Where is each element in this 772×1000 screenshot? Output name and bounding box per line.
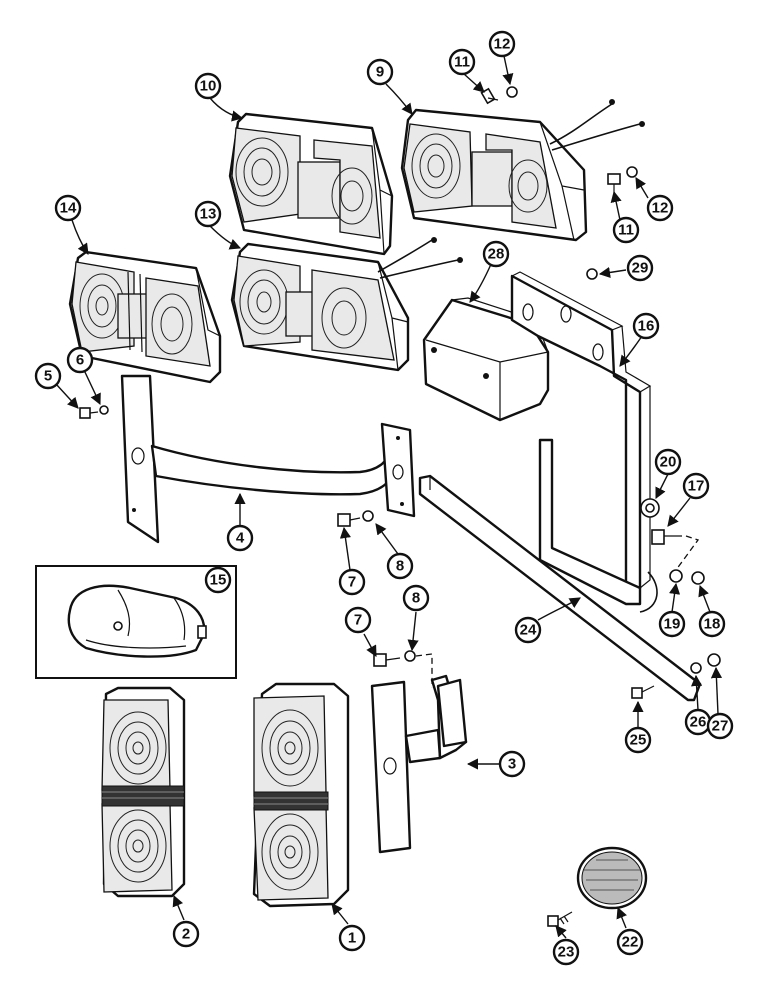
callout-11-top: 11 <box>448 48 476 76</box>
callout-9: 9 <box>366 58 394 86</box>
svg-text:29: 29 <box>632 260 649 277</box>
callout-26: 26 <box>684 708 712 736</box>
svg-text:3: 3 <box>508 756 516 773</box>
svg-text:11: 11 <box>454 54 470 71</box>
callout-18: 18 <box>698 610 726 638</box>
svg-text:1: 1 <box>348 930 356 947</box>
svg-text:4: 4 <box>236 530 245 547</box>
bracket-16 <box>510 271 658 613</box>
callout-8-upper: 8 <box>386 552 414 580</box>
svg-text:14: 14 <box>60 200 77 217</box>
callout-4: 4 <box>226 524 254 552</box>
callout-7-lower: 7 <box>344 606 372 634</box>
lamp-cover-28 <box>422 297 550 422</box>
callout-6: 6 <box>66 346 94 374</box>
svg-text:28: 28 <box>488 246 505 263</box>
front-lamp-1 <box>252 682 350 908</box>
rear-lamp-13 <box>230 237 463 372</box>
svg-text:24: 24 <box>520 622 537 639</box>
callout-7-upper: 7 <box>338 568 366 596</box>
svg-text:12: 12 <box>494 36 511 53</box>
callout-20: 20 <box>654 448 682 476</box>
svg-text:23: 23 <box>558 944 575 961</box>
front-lamp-2 <box>101 686 186 898</box>
svg-text:22: 22 <box>622 934 639 951</box>
svg-text:20: 20 <box>660 454 677 471</box>
callout-5: 5 <box>34 362 62 390</box>
callout-14: 14 <box>54 194 82 222</box>
callout-3: 3 <box>498 750 526 778</box>
callout-29: 29 <box>626 254 654 282</box>
callout-19: 19 <box>658 610 686 638</box>
svg-text:16: 16 <box>638 318 655 335</box>
svg-text:19: 19 <box>664 616 681 633</box>
svg-text:7: 7 <box>354 612 362 629</box>
svg-text:17: 17 <box>688 478 705 495</box>
callout-2: 2 <box>172 920 200 948</box>
callout-13: 13 <box>194 200 222 228</box>
rear-lamp-9 <box>400 99 645 242</box>
callout-12-top: 12 <box>488 30 516 58</box>
svg-text:10: 10 <box>200 78 217 95</box>
svg-text:25: 25 <box>630 732 647 749</box>
callout-24: 24 <box>514 616 542 644</box>
callout-17: 17 <box>682 472 710 500</box>
leader-lines <box>55 55 723 939</box>
inset-box-15 <box>35 565 237 679</box>
callout-15: 15 <box>204 566 232 594</box>
svg-text:26: 26 <box>690 714 707 731</box>
bracket-3 <box>370 674 468 854</box>
callout-10: 10 <box>194 72 222 100</box>
callout-11-right: 11 <box>612 216 640 244</box>
svg-text:5: 5 <box>44 368 52 385</box>
callout-22: 22 <box>616 928 644 956</box>
callout-23: 23 <box>552 938 580 966</box>
mounting-arm-4 <box>120 374 416 544</box>
svg-text:7: 7 <box>348 574 356 591</box>
callout-1: 1 <box>338 924 366 952</box>
svg-text:18: 18 <box>704 616 721 633</box>
svg-text:12: 12 <box>652 200 669 217</box>
svg-text:15: 15 <box>210 572 227 589</box>
callout-25: 25 <box>624 726 652 754</box>
svg-text:9: 9 <box>376 64 384 81</box>
callout-27: 27 <box>706 712 734 740</box>
svg-text:2: 2 <box>182 926 190 943</box>
strap-24 <box>418 474 702 702</box>
svg-text:6: 6 <box>76 352 84 369</box>
svg-text:27: 27 <box>712 718 729 735</box>
reflector-22 <box>576 846 648 910</box>
callout-8-lower: 8 <box>402 584 430 612</box>
callout-16: 16 <box>632 312 660 340</box>
svg-text:8: 8 <box>412 590 420 607</box>
rear-lamp-10 <box>228 112 394 256</box>
rear-lamp-14 <box>68 250 222 384</box>
svg-text:8: 8 <box>396 558 404 575</box>
callout-12-right: 12 <box>646 194 674 222</box>
callout-28: 28 <box>482 240 510 268</box>
svg-text:11: 11 <box>618 222 634 239</box>
svg-text:13: 13 <box>200 206 217 223</box>
